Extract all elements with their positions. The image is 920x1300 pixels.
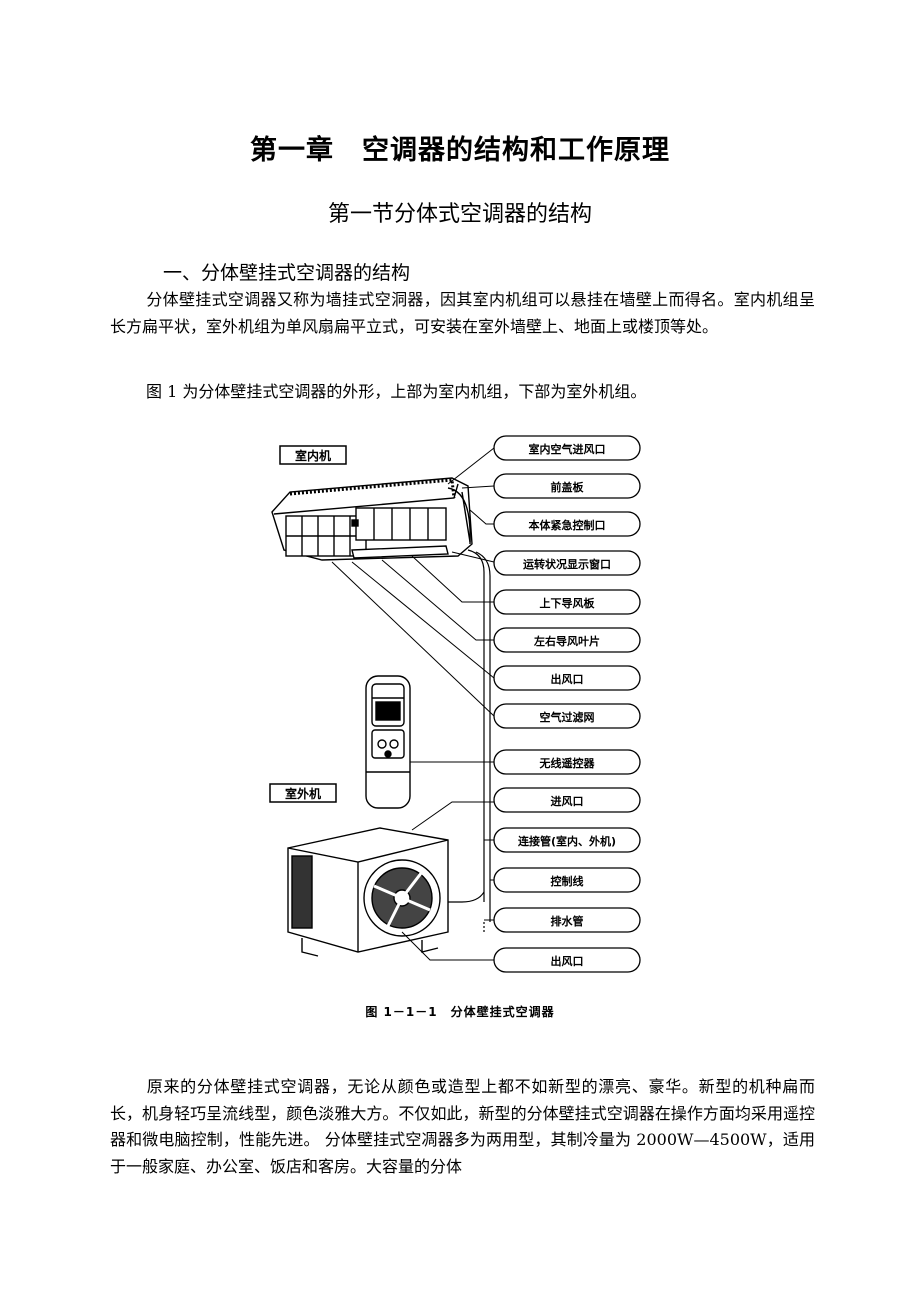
callout-item: 出风口 bbox=[493, 947, 641, 973]
callout-item: 进风口 bbox=[493, 787, 641, 813]
svg-text:室内机: 室内机 bbox=[295, 448, 331, 463]
chapter-name: 空调器的结构和工作原理 bbox=[362, 135, 670, 166]
svg-text:室内空气进风口: 室内空气进风口 bbox=[529, 442, 606, 456]
svg-text:左右导风叶片: 左右导风叶片 bbox=[533, 634, 600, 648]
callout-item: 空气过滤网 bbox=[493, 703, 641, 729]
connecting-pipes bbox=[448, 549, 491, 932]
leader-lines bbox=[331, 447, 495, 961]
svg-text:室外机: 室外机 bbox=[285, 786, 321, 801]
callout-item: 排水管 bbox=[493, 907, 641, 933]
indoor-unit-drawing bbox=[271, 477, 473, 561]
paragraph-intro-text: 分体壁挂式空调器又称为墙挂式空洞器，因其室内机组可以悬挂在墙壁上而得名。室内机组… bbox=[110, 290, 815, 336]
remote-controller-drawing bbox=[365, 675, 411, 809]
callout-item: 控制线 bbox=[493, 867, 641, 893]
callout-item: 无线遥控器 bbox=[493, 749, 641, 775]
svg-text:进风口: 进风口 bbox=[551, 794, 584, 808]
callout-item: 上下导风板 bbox=[493, 589, 641, 615]
paragraph-description-text: 原来的分体壁挂式空调器，无论从颜色或造型上都不如新型的漂亮、豪华。新型的机种扁而… bbox=[110, 1077, 815, 1176]
svg-text:控制线: 控制线 bbox=[551, 874, 584, 888]
svg-text:前盖板: 前盖板 bbox=[551, 480, 585, 494]
paragraph-figure-ref: 图 1 为分体壁挂式空调器的外形，上部为室内机组，下部为室外机组。 bbox=[110, 379, 815, 406]
callout-item: 运转状况显示窗口 bbox=[493, 550, 641, 576]
callout-item: 本体紧急控制口 bbox=[493, 511, 641, 537]
outdoor-unit-drawing bbox=[287, 827, 449, 957]
svg-text:出风口: 出风口 bbox=[551, 954, 584, 968]
outdoor-unit-label: 室外机 bbox=[269, 783, 337, 803]
chapter-number: 第一章 bbox=[250, 135, 334, 166]
callout-item: 出风口 bbox=[493, 665, 641, 691]
air-conditioner-diagram: 室内机 bbox=[269, 435, 641, 973]
paragraph-description: 原来的分体壁挂式空调器，无论从颜色或造型上都不如新型的漂亮、豪华。新型的机种扁而… bbox=[110, 1074, 815, 1180]
figure-caption: 图 1－1－1 分体壁挂式空调器 bbox=[365, 1005, 555, 1019]
svg-text:本体紧急控制口: 本体紧急控制口 bbox=[529, 518, 606, 532]
svg-text:出风口: 出风口 bbox=[551, 672, 584, 686]
svg-text:无线遥控器: 无线遥控器 bbox=[539, 756, 596, 770]
paragraph-figure-ref-text: 图 1 为分体壁挂式空调器的外形，上部为室内机组，下部为室外机组。 bbox=[146, 382, 647, 401]
section-title: 第一节分体式空调器的结构 bbox=[327, 202, 592, 227]
callout-item: 左右导风叶片 bbox=[493, 627, 641, 653]
svg-text:连接管(室内、外机): 连接管(室内、外机) bbox=[518, 834, 616, 848]
svg-text:排水管: 排水管 bbox=[551, 914, 584, 928]
callout-item: 室内空气进风口 bbox=[493, 435, 641, 461]
svg-text:空气过滤网: 空气过滤网 bbox=[540, 710, 595, 724]
indoor-unit-label: 室内机 bbox=[279, 445, 347, 465]
subsection-title: 一、分体壁挂式空调器的结构 bbox=[163, 262, 411, 284]
callout-item: 前盖板 bbox=[493, 473, 641, 499]
svg-text:上下导风板: 上下导风板 bbox=[540, 596, 596, 610]
svg-text:运转状况显示窗口: 运转状况显示窗口 bbox=[523, 557, 611, 571]
chapter-title: 第一章空调器的结构和工作原理 bbox=[0, 128, 920, 167]
paragraph-intro: 分体壁挂式空调器又称为墙挂式空洞器，因其室内机组可以悬挂在墙壁上而得名。室内机组… bbox=[110, 287, 815, 340]
callout-list: 室内空气进风口 前盖板 本体紧急控制口 运转状况显示窗口 上下导风板 左右导风叶… bbox=[493, 435, 641, 973]
callout-item: 连接管(室内、外机) bbox=[493, 827, 641, 853]
